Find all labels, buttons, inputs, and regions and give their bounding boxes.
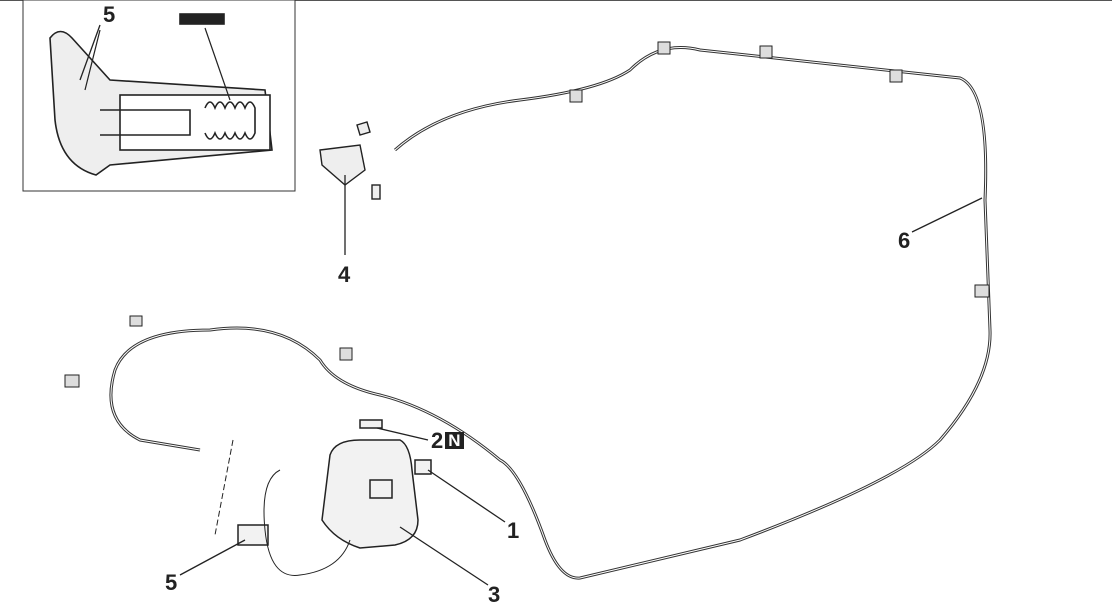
new-part-badge: N xyxy=(445,432,464,449)
callout-inset-5: 5 xyxy=(103,2,116,27)
callout-1: 1 xyxy=(507,518,520,543)
callout-3: 3 xyxy=(488,582,501,607)
latch-part-4 xyxy=(319,121,381,200)
callout-5: 5 xyxy=(165,570,178,595)
leader-lines xyxy=(79,24,983,586)
latch-detail-drawing xyxy=(49,13,273,176)
cable-clips xyxy=(64,41,990,388)
callout-6: 6 xyxy=(898,228,911,253)
fuel-lid-assembly xyxy=(214,419,432,576)
callout-4: 4 xyxy=(338,262,351,287)
callout-2-number: 2 xyxy=(431,428,444,453)
